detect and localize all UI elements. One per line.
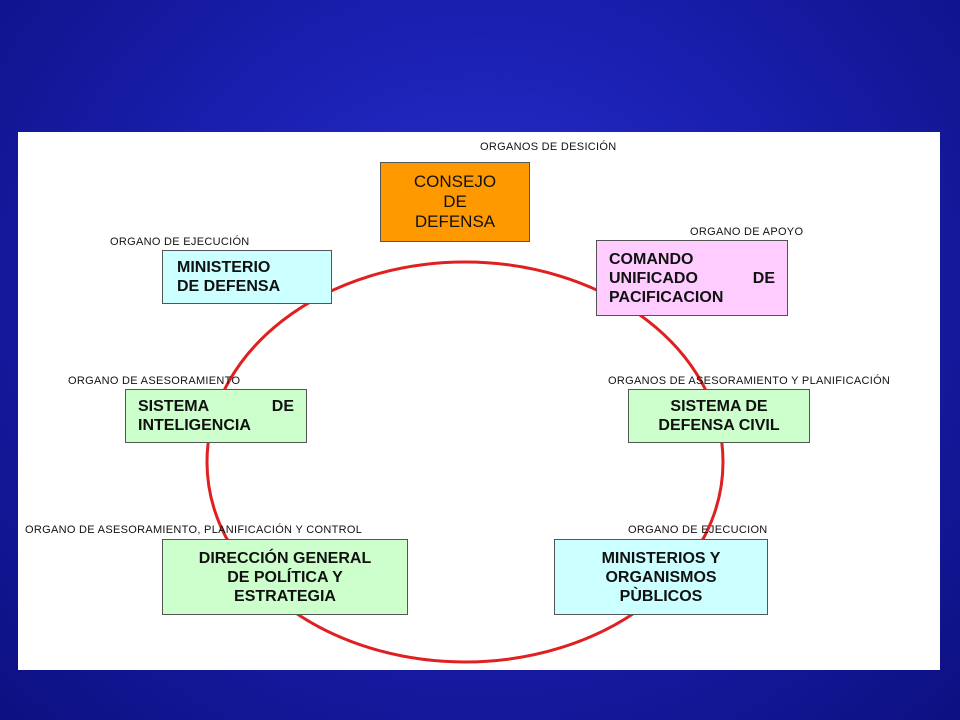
direccion-label: ORGANO DE ASESORAMIENTO, PLANIFICACIÓN Y… — [25, 524, 363, 536]
inteligencia-label: ORGANO DE ASESORAMIENTO — [68, 375, 241, 387]
comando-line-2: UNIFICADO DE — [609, 269, 775, 287]
cycle-ring — [205, 260, 725, 664]
consejo-line-2: DE — [443, 192, 467, 211]
ministerio-line-1: MINISTERIO — [177, 259, 271, 276]
consejo-label: ORGANOS DE DESICIÓN — [480, 141, 617, 153]
consejo-line-1: CONSEJO — [413, 172, 497, 191]
defensa-civil-line-2: DEFENSA CIVIL — [658, 417, 780, 434]
ministerios-line-2: ORGANISMOS — [605, 568, 717, 586]
diagram-panel: ORGANOS DE DESICIÓN CONSEJO DE DEFENSA O… — [18, 132, 940, 670]
ministerios-organismos-box: MINISTERIOS Y ORGANISMOS PÙBLICOS — [554, 539, 768, 615]
sistema-inteligencia-box: SISTEMA DE INTELIGENCIA — [125, 389, 307, 443]
consejo-de-defensa-box: CONSEJO DE DEFENSA — [380, 162, 530, 242]
consejo-line-3: DEFENSA — [414, 212, 496, 231]
ministerio-de-defensa-box: MINISTERIO DE DEFENSA — [162, 250, 332, 304]
defensa-civil-label: ORGANOS DE ASESORAMIENTO Y PLANIFICACIÓN — [608, 375, 891, 387]
inteligencia-line-1: SISTEMA DE — [138, 398, 294, 415]
inteligencia-line-2: INTELIGENCIA — [138, 417, 251, 434]
ministerio-line-2: DE DEFENSA — [177, 278, 281, 295]
comando-line-1: COMANDO — [609, 250, 694, 268]
direccion-general-box: DIRECCIÓN GENERAL DE POLÍTICA Y ESTRATEG… — [162, 539, 408, 615]
comando-label: ORGANO DE APOYO — [690, 226, 804, 238]
red-cycle-ellipse — [205, 260, 725, 664]
ministerios-line-3: PÙBLICOS — [619, 587, 703, 605]
ministerios-label: ORGANO DE EJECUCION — [628, 524, 768, 536]
direccion-line-3: ESTRATEGIA — [234, 587, 336, 605]
direccion-line-2: DE POLÍTICA Y — [227, 568, 343, 586]
direccion-line-1: DIRECCIÓN GENERAL — [198, 549, 372, 567]
ministerio-label: ORGANO DE EJECUCIÓN — [110, 236, 250, 248]
sistema-defensa-civil-box: SISTEMA DE DEFENSA CIVIL — [628, 389, 810, 443]
ministerios-line-1: MINISTERIOS Y — [601, 549, 721, 567]
defensa-civil-line-1: SISTEMA DE — [670, 398, 768, 415]
comando-line-3: PACIFICACION — [609, 288, 724, 306]
comando-unificado-box: COMANDO UNIFICADO DE PACIFICACION — [596, 240, 788, 316]
